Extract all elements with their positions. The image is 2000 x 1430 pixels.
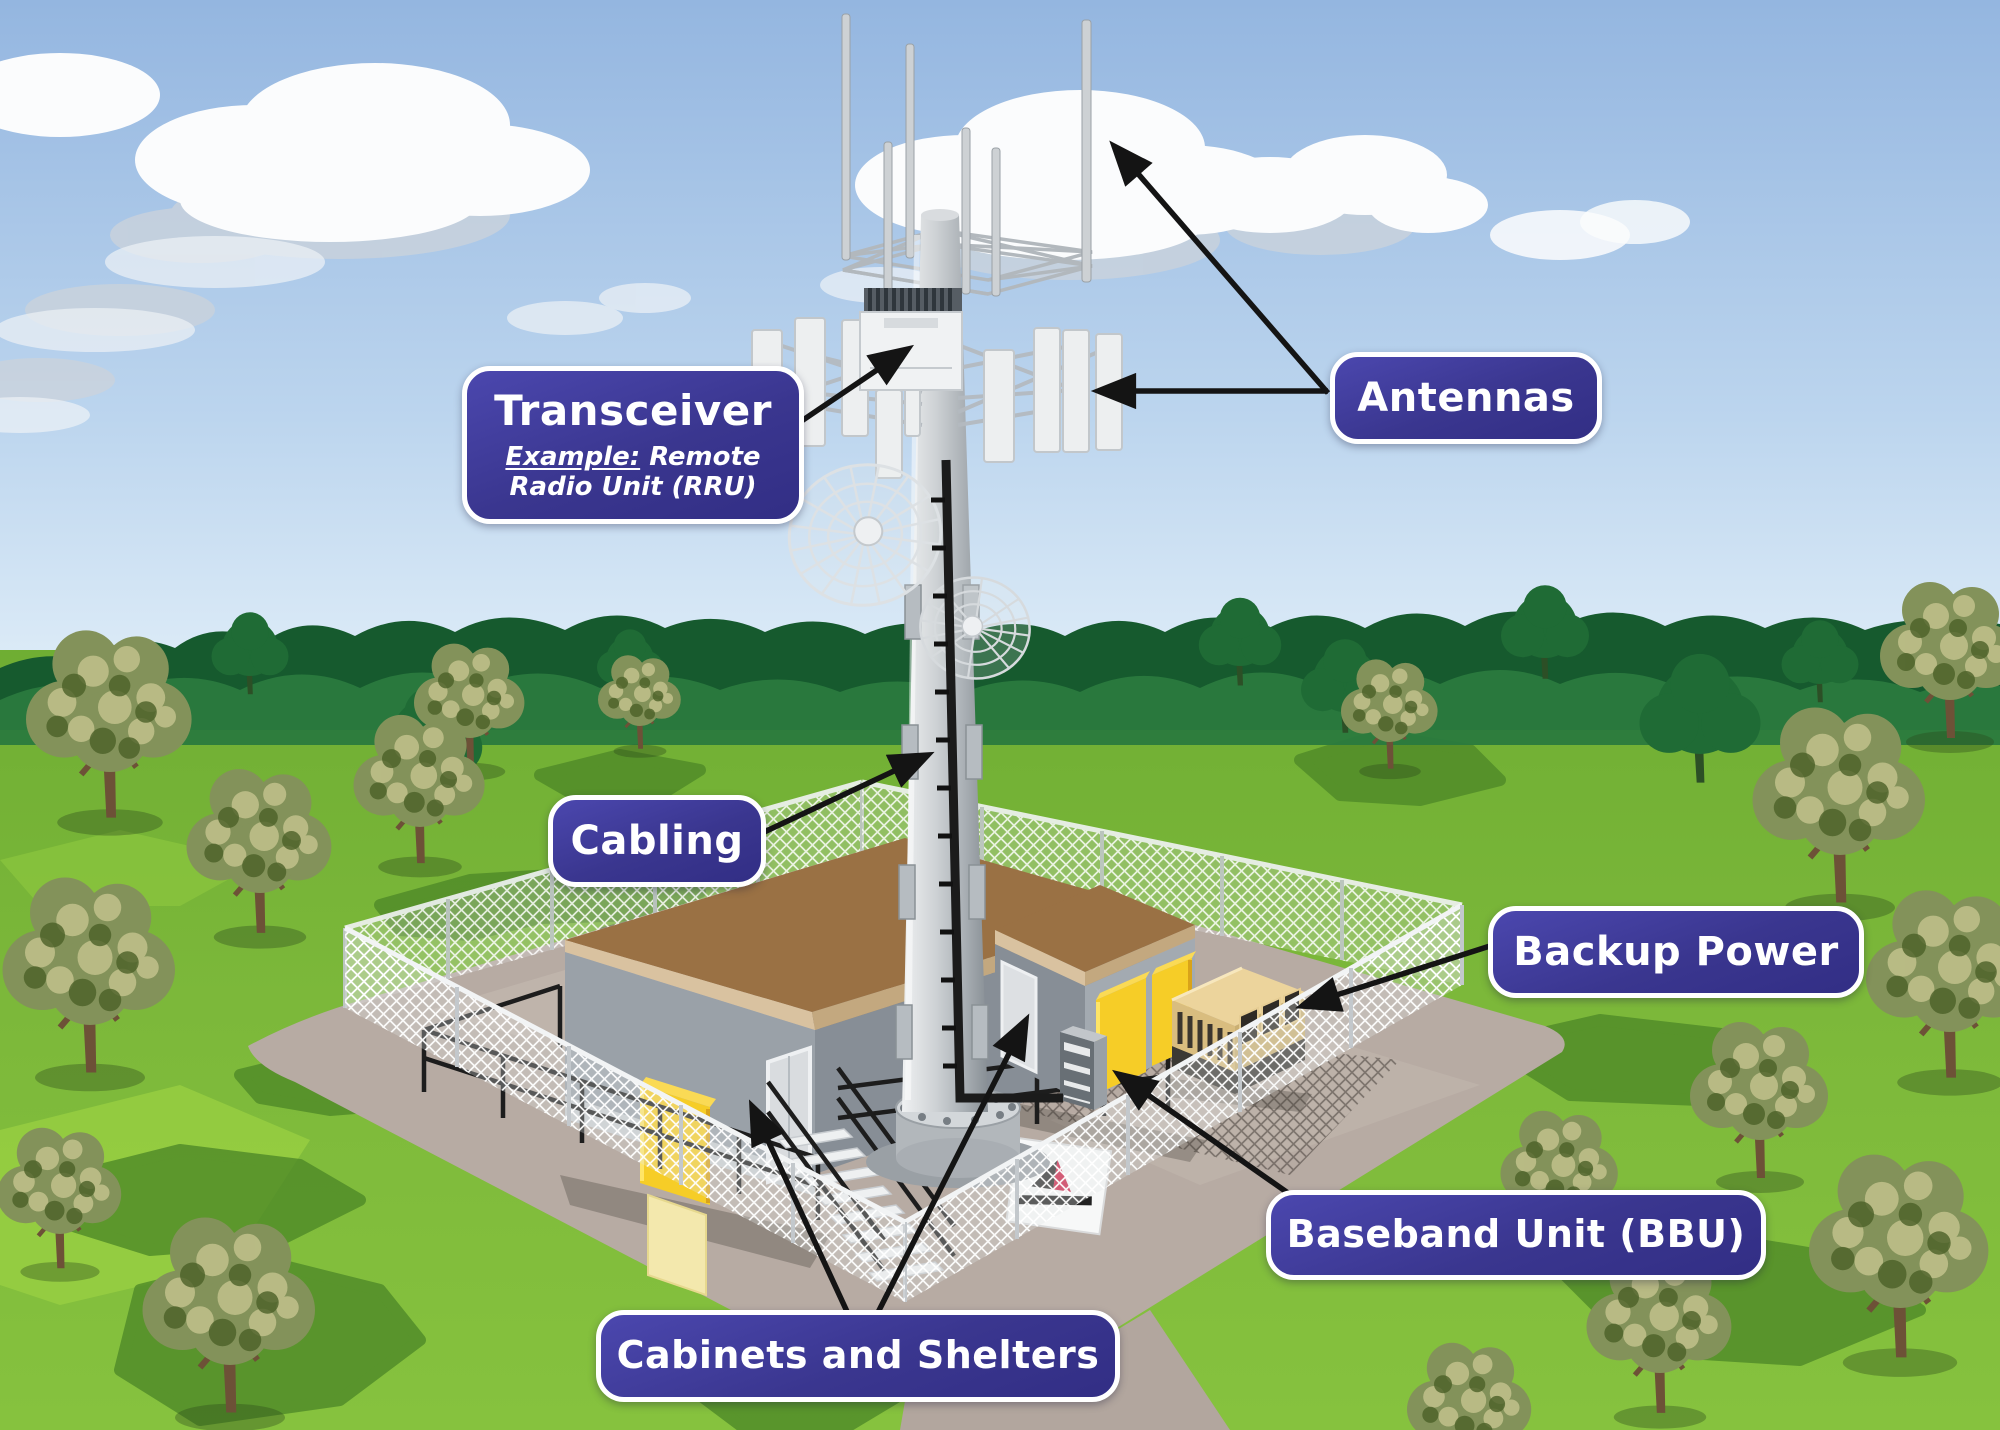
- baseband-unit-rack: [1060, 1026, 1107, 1110]
- transceiver-example-text: Example: Remote Radio Unit (RRU): [505, 442, 761, 503]
- callout-baseband-unit: Baseband Unit (BBU): [1266, 1190, 1766, 1280]
- wall-cabinet-pale: [647, 1193, 707, 1297]
- microwave-dish-large: [787, 463, 943, 607]
- baseband-unit-label-text: Baseband Unit (BBU): [1286, 1212, 1746, 1257]
- arrow-backup-power: [1295, 943, 1491, 1012]
- arrow-cabling: [758, 751, 935, 837]
- antennas-label-text: Antennas: [1357, 375, 1575, 421]
- panel-antennas: [751, 311, 1123, 479]
- shelter-roof: [565, 838, 1152, 1012]
- cabinets-shelters-label-text: Cabinets and Shelters: [616, 1333, 1100, 1378]
- tower-cabling: [931, 459, 1063, 1103]
- arrow-antennas-whip: [1109, 140, 1331, 395]
- callout-antennas: Antennas: [1330, 352, 1602, 444]
- arrow-cabinets-left: [748, 1099, 865, 1346]
- shelter2-roof: [995, 885, 1195, 972]
- backup-power-label-text: Backup Power: [1513, 929, 1839, 975]
- cabling-label-text: Cabling: [570, 818, 744, 864]
- arrow-baseband-unit: [1112, 1069, 1300, 1203]
- callout-cabinets-shelters: Cabinets and Shelters: [596, 1310, 1120, 1402]
- callout-arrows: [748, 140, 1491, 1346]
- whip-antennas: [841, 13, 1092, 299]
- remote-radio-unit: [859, 288, 963, 391]
- callout-cabling: Cabling: [548, 795, 766, 887]
- transceiver-label-text: Transceiver: [494, 385, 772, 435]
- callout-transceiver: Transceiver Example: Remote Radio Unit (…: [462, 366, 804, 524]
- callout-backup-power: Backup Power: [1488, 906, 1864, 998]
- arrow-cabinets-right: [859, 1013, 1030, 1346]
